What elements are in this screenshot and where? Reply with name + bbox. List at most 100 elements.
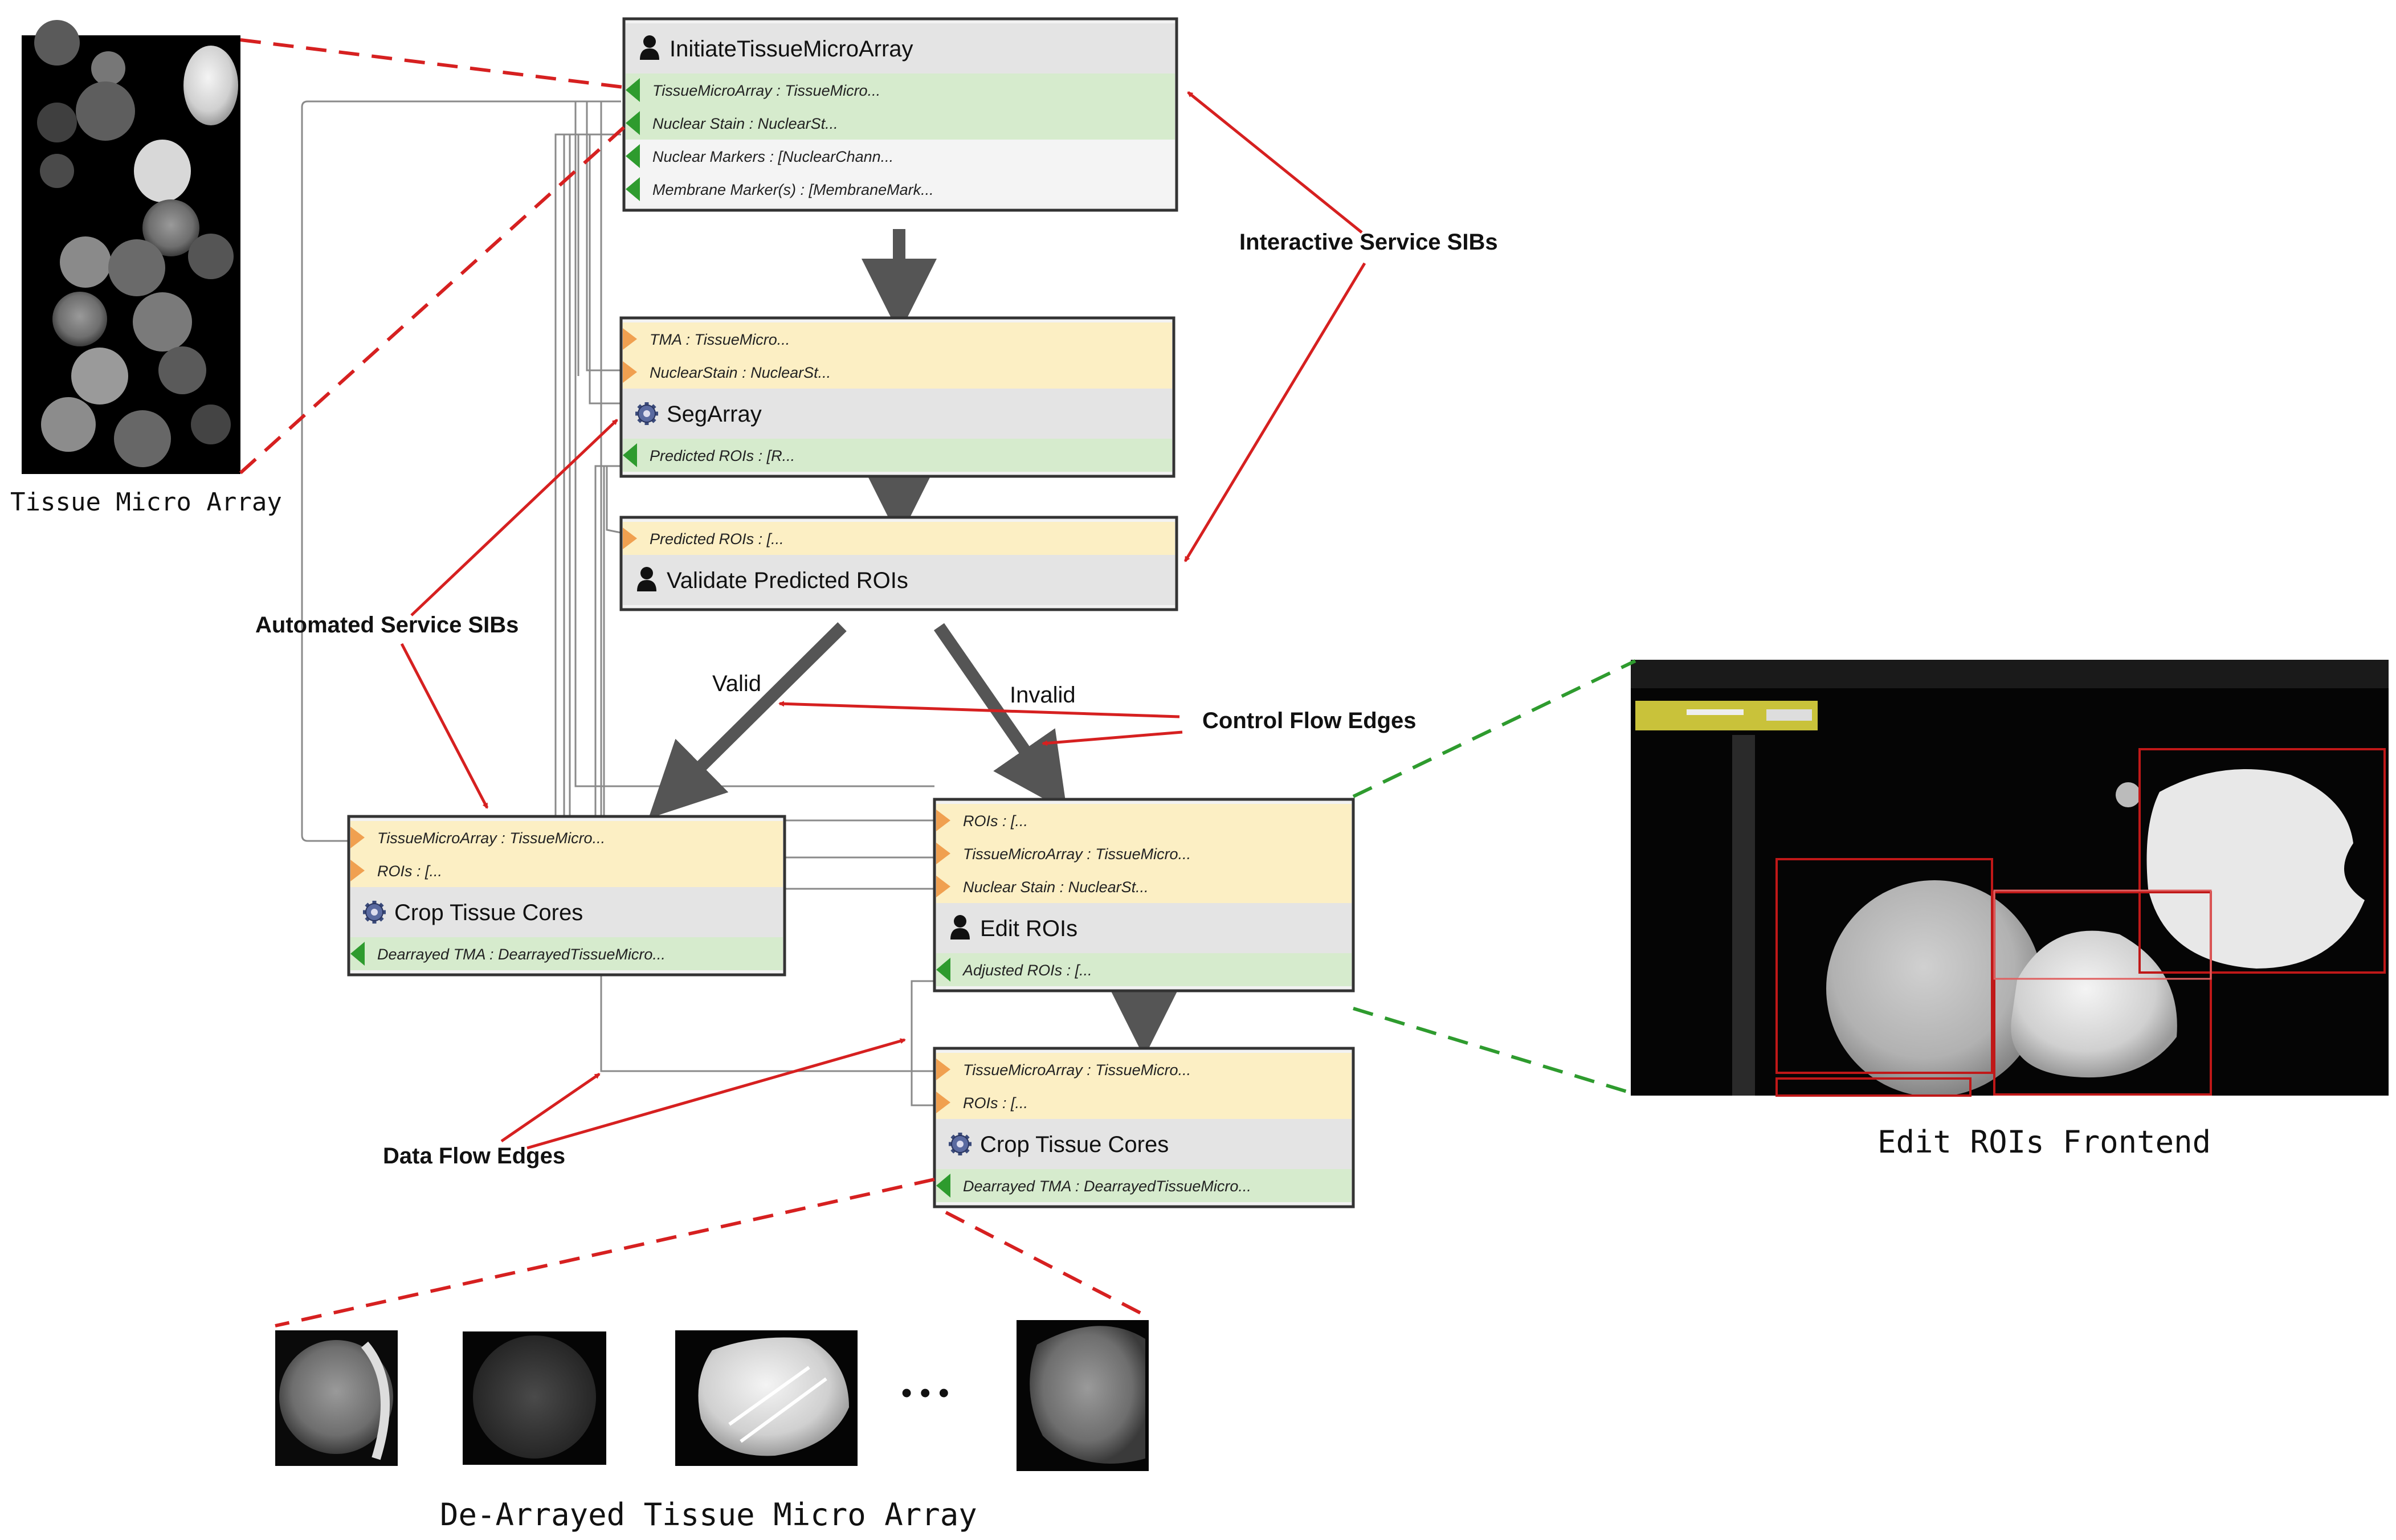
sib-node-title: InitiateTissueMicroArray [670, 36, 913, 62]
input-port[interactable]: TissueMicroArray : TissueMicro... [350, 821, 783, 854]
edge-label-invalid: Invalid [1010, 683, 1076, 708]
output-port[interactable]: Nuclear Stain : NuclearSt... [626, 107, 1175, 140]
label-control-flow-edges: Control Flow Edges [1202, 708, 1417, 733]
caption-edit-rois-frontend: Edit ROIs Frontend [1877, 1124, 2211, 1160]
input-port[interactable]: ROIs : [... [936, 1086, 1352, 1119]
sib-node-edit-rois[interactable]: ROIs : [... TissueMicroArray : TissueMicr… [933, 798, 1355, 992]
output-port-arrow [626, 78, 640, 102]
frontend-link-bottom [1353, 1007, 1631, 1094]
dearrayed-link-left [275, 1178, 935, 1327]
caption-tissue-micro-array: Tissue Micro Array [10, 488, 282, 517]
input-port-arrow [936, 1059, 950, 1080]
output-port[interactable]: Nuclear Markers : [NuclearChann... [626, 140, 1175, 173]
sib-node-header [626, 23, 1175, 73]
sib-node-header [350, 887, 783, 937]
person-icon [954, 915, 966, 928]
sib-nodes: InitiateTissueMicroArrayTissueMicroArray… [347, 17, 1355, 1208]
gear-icon [363, 901, 386, 924]
input-port-arrow [623, 328, 637, 350]
port-label: Adjusted ROIs : [... [962, 962, 1092, 979]
output-port-arrow [936, 958, 950, 982]
annotation-arrows [400, 91, 1366, 1150]
person-icon [640, 567, 653, 579]
output-port[interactable]: TissueMicroArray : TissueMicro... [626, 73, 1175, 107]
label-automated-service-sibs: Automated Service SIBs [255, 612, 519, 638]
output-port[interactable]: Membrane Marker(s) : [MembraneMark... [626, 173, 1175, 206]
tissue-micro-array-image [22, 20, 240, 474]
input-port[interactable]: ROIs : [... [936, 804, 1352, 837]
sib-node-title: SegArray [667, 402, 762, 427]
sib-node-initiate[interactable]: InitiateTissueMicroArrayTissueMicroArray… [622, 17, 1178, 212]
tma-link-bottom [239, 118, 634, 475]
output-port-arrow [626, 144, 640, 168]
person-icon [643, 35, 656, 48]
sib-node-validate[interactable]: Predicted ROIs : [... Validate Predicted … [619, 516, 1178, 611]
input-port-arrow [623, 528, 637, 549]
port-label: TissueMicroArray : TissueMicro... [963, 845, 1191, 863]
input-port-arrow [936, 1092, 950, 1113]
input-port[interactable]: ROIs : [... [350, 854, 783, 887]
port-label: Nuclear Stain : NuclearSt... [652, 115, 838, 132]
sib-node-title: Crop Tissue Cores [980, 1132, 1169, 1157]
input-port-arrow [350, 827, 365, 848]
port-label: ROIs : [... [963, 812, 1028, 830]
port-label: TissueMicroArray : TissueMicro... [963, 1061, 1191, 1079]
edge-label-valid: Valid [712, 671, 761, 696]
output-port-arrow [936, 1174, 950, 1198]
dearrayed-ellipsis: • • • [901, 1376, 949, 1410]
port-label: TissueMicroArray : TissueMicro... [377, 830, 605, 847]
output-port-arrow [350, 942, 365, 966]
port-label: Membrane Marker(s) : [MembraneMark... [652, 181, 934, 198]
input-port[interactable]: Predicted ROIs : [... [623, 522, 1175, 555]
input-port-arrow [350, 860, 365, 881]
person-icon-body [950, 928, 970, 939]
port-label: Dearrayed TMA : DearrayedTissueMicro... [377, 946, 666, 963]
gear-icon [635, 402, 658, 425]
input-port-arrow [936, 810, 950, 831]
output-port-arrow [626, 111, 640, 135]
port-label: ROIs : [... [963, 1094, 1028, 1112]
output-port[interactable]: Adjusted ROIs : [... [936, 953, 1352, 986]
frontend-link-top [1352, 659, 1636, 798]
port-label: Dearrayed TMA : DearrayedTissueMicro... [963, 1178, 1251, 1195]
sib-node-title: Edit ROIs [980, 916, 1077, 941]
tma-link-top [240, 38, 633, 90]
input-port[interactable]: NuclearStain : NuclearSt... [623, 356, 1172, 389]
port-label: NuclearStain : NuclearSt... [650, 364, 831, 381]
port-label: Predicted ROIs : [... [650, 530, 784, 548]
control-flow-edges [648, 229, 1182, 1057]
output-port[interactable]: Dearrayed TMA : DearrayedTissueMicro... [350, 937, 783, 970]
input-port[interactable]: Nuclear Stain : NuclearSt... [936, 870, 1352, 903]
output-port[interactable]: Dearrayed TMA : DearrayedTissueMicro... [936, 1169, 1352, 1202]
sib-node-header [623, 555, 1175, 605]
port-label: TissueMicroArray : TissueMicro... [652, 82, 880, 99]
input-port[interactable]: TissueMicroArray : TissueMicro... [936, 1053, 1352, 1086]
gear-icon [949, 1133, 972, 1155]
data-flow-edges [301, 100, 934, 1106]
sib-node-crop-left[interactable]: TissueMicroArray : TissueMicro... ROIs : … [347, 815, 786, 977]
output-port-arrow [623, 443, 637, 467]
port-label: Predicted ROIs : [R... [650, 447, 795, 464]
sib-node-header [936, 903, 1352, 953]
port-label: Nuclear Stain : NuclearSt... [963, 879, 1149, 896]
sib-node-crop-right[interactable]: TissueMicroArray : TissueMicro... ROIs : … [933, 1047, 1355, 1208]
port-label: ROIs : [... [377, 863, 442, 880]
input-port[interactable]: TissueMicroArray : TissueMicro... [936, 837, 1352, 870]
dearrayed-cores [275, 1320, 1149, 1471]
output-port[interactable]: Predicted ROIs : [R... [623, 439, 1172, 472]
label-interactive-service-sibs: Interactive Service SIBs [1239, 230, 1498, 255]
input-port-arrow [623, 361, 637, 383]
port-label: TMA : TissueMicro... [650, 331, 790, 348]
port-label: Nuclear Markers : [NuclearChann... [652, 148, 893, 165]
sib-node-header [623, 389, 1172, 439]
dearrayed-link-right [945, 1211, 1150, 1319]
label-data-flow-edges: Data Flow Edges [383, 1143, 565, 1169]
input-port[interactable]: TMA : TissueMicro... [623, 322, 1172, 356]
sib-node-title: Validate Predicted ROIs [667, 568, 908, 593]
person-icon-body [640, 48, 659, 60]
sib-node-segarray[interactable]: TMA : TissueMicro... NuclearStain : Nucle… [619, 316, 1175, 478]
caption-dearrayed-tma: De-Arrayed Tissue Micro Array [440, 1497, 977, 1533]
edit-rois-frontend-image [1631, 660, 2389, 1097]
sib-node-title: Crop Tissue Cores [394, 900, 583, 925]
